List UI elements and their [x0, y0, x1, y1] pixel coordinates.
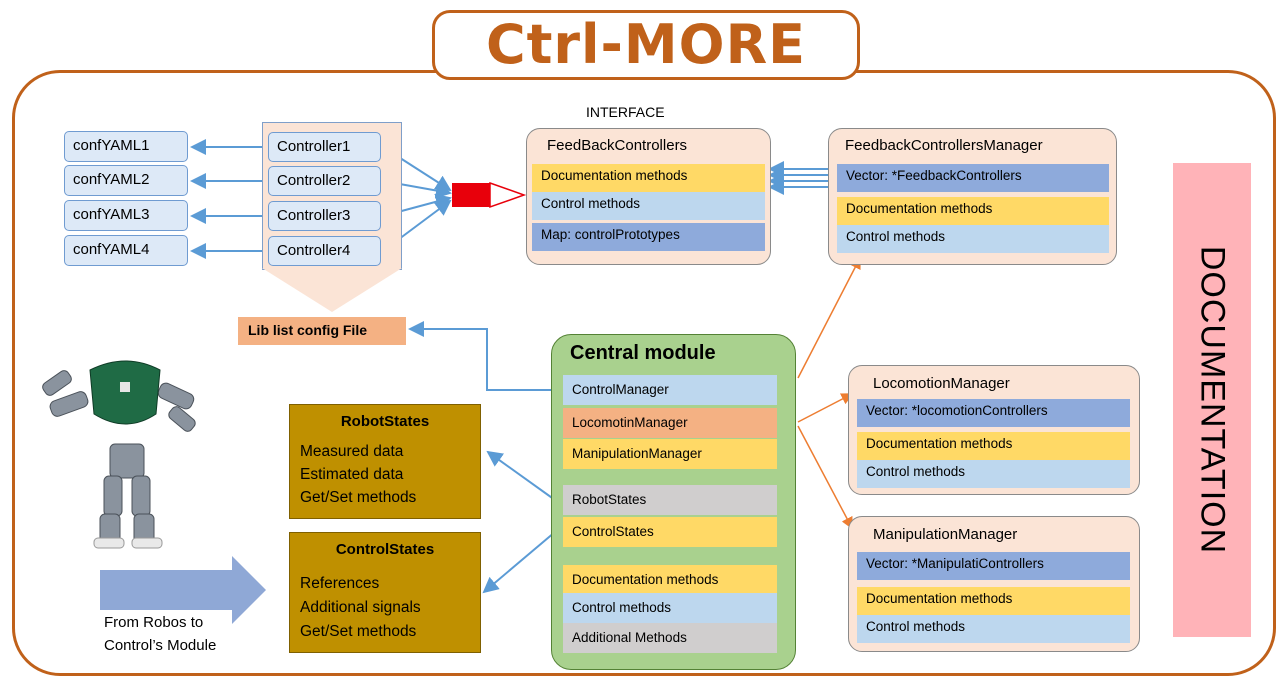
title-box: Ctrl-MORE: [432, 10, 860, 80]
central-robot-states: RobotStates: [563, 485, 777, 515]
locomotion-manager-box: LocomotionManager Vector: *locomotionCon…: [848, 365, 1140, 495]
config-yaml-1: confYAML1: [64, 131, 188, 162]
control-states-box: ControlStates References Additional sign…: [289, 532, 481, 653]
controller-4: Controller4: [268, 236, 381, 266]
manipulation-manager-box: ManipulationManager Vector: *ManipulatiC…: [848, 516, 1140, 652]
documentation-label: DOCUMENTATION: [1193, 245, 1232, 555]
locomotion-manager-doc-row: Documentation methods: [857, 432, 1130, 460]
feedback-controllers-map-row: Map: controlPrototypes: [532, 223, 765, 251]
robot-states-measured: Measured data: [300, 443, 404, 460]
manipulation-manager-control-row: Control methods: [857, 615, 1130, 643]
arrow-central-robotstates: [486, 450, 556, 501]
interface-label: INTERFACE: [586, 104, 665, 120]
central-additional-methods: Additional Methods: [563, 623, 777, 653]
arrow-central-manipulation: [797, 425, 853, 530]
manipulation-manager-doc-row: Documentation methods: [857, 587, 1130, 615]
config-yaml-4: confYAML4: [64, 235, 188, 266]
feedback-manager-vector-row: Vector: *FeedbackControllers: [837, 164, 1109, 192]
robot-states-title: RobotStates: [340, 413, 430, 430]
robot-states-estimated: Estimated data: [300, 466, 404, 483]
caption-line-1: From Robos to: [104, 614, 204, 631]
central-documentation-methods: Documentation methods: [563, 565, 777, 595]
central-module-title: Central module: [570, 342, 716, 364]
arrow-controlmanager-lib: [408, 321, 563, 391]
caption-line-2: Control’s Module: [104, 637, 217, 654]
feedback-controllers-box: FeedBackControllers Documentation method…: [526, 128, 771, 265]
humanoid-robot-image: [42, 360, 196, 549]
interface-connector: [452, 183, 490, 207]
locomotion-manager-title: LocomotionManager: [873, 375, 1010, 392]
feedback-manager-doc-row: Documentation methods: [837, 197, 1109, 225]
feedback-controllers-control-row: Control methods: [532, 192, 765, 220]
from-robot-arrow: [100, 570, 232, 610]
robot-states-getset: Get/Set methods: [300, 489, 417, 506]
central-control-states: ControlStates: [563, 517, 777, 547]
manipulation-manager-title: ManipulationManager: [873, 526, 1018, 543]
controller-2: Controller2: [268, 166, 381, 196]
central-manipulation-manager: ManipulationManager: [563, 439, 777, 469]
lib-list-config-file: Lib list config File: [238, 317, 406, 345]
feedback-controllers-doc-row: Documentation methods: [532, 164, 765, 192]
feedback-controllers-title: FeedBackControllers: [547, 137, 688, 154]
config-yaml-2: confYAML2: [64, 165, 188, 196]
interface-triangle: [489, 181, 527, 209]
arrow-central-feedbackmanager: [797, 256, 861, 379]
robot-states-box: RobotStates Measured data Estimated data…: [289, 404, 481, 519]
control-states-title: ControlStates: [335, 541, 435, 558]
arrow-central-locomotion: [797, 393, 854, 423]
central-control-manager: ControlManager: [563, 375, 777, 405]
control-states-additional: Additional signals: [300, 599, 421, 616]
diagram-title: Ctrl-MORE: [485, 13, 807, 76]
feedback-manager-box: FeedbackControllersManager Vector: *Feed…: [828, 128, 1117, 265]
central-locomotion-manager: LocomotinManager: [563, 408, 777, 438]
feedback-manager-title: FeedbackControllersManager: [845, 137, 1043, 154]
central-control-methods: Control methods: [563, 593, 777, 623]
control-states-getset: Get/Set methods: [300, 623, 417, 640]
documentation-panel: DOCUMENTATION: [1173, 163, 1251, 637]
control-states-references: References: [300, 575, 380, 592]
controller-3: Controller3: [268, 201, 381, 231]
feedback-manager-control-row: Control methods: [837, 225, 1109, 253]
manipulation-manager-vector-row: Vector: *ManipulatiControllers: [857, 552, 1130, 580]
arrow-central-controlstates: [482, 531, 556, 594]
locomotion-manager-control-row: Control methods: [857, 460, 1130, 488]
config-yaml-3: confYAML3: [64, 200, 188, 231]
controller-1: Controller1: [268, 132, 381, 162]
locomotion-manager-vector-row: Vector: *locomotionControllers: [857, 399, 1130, 427]
